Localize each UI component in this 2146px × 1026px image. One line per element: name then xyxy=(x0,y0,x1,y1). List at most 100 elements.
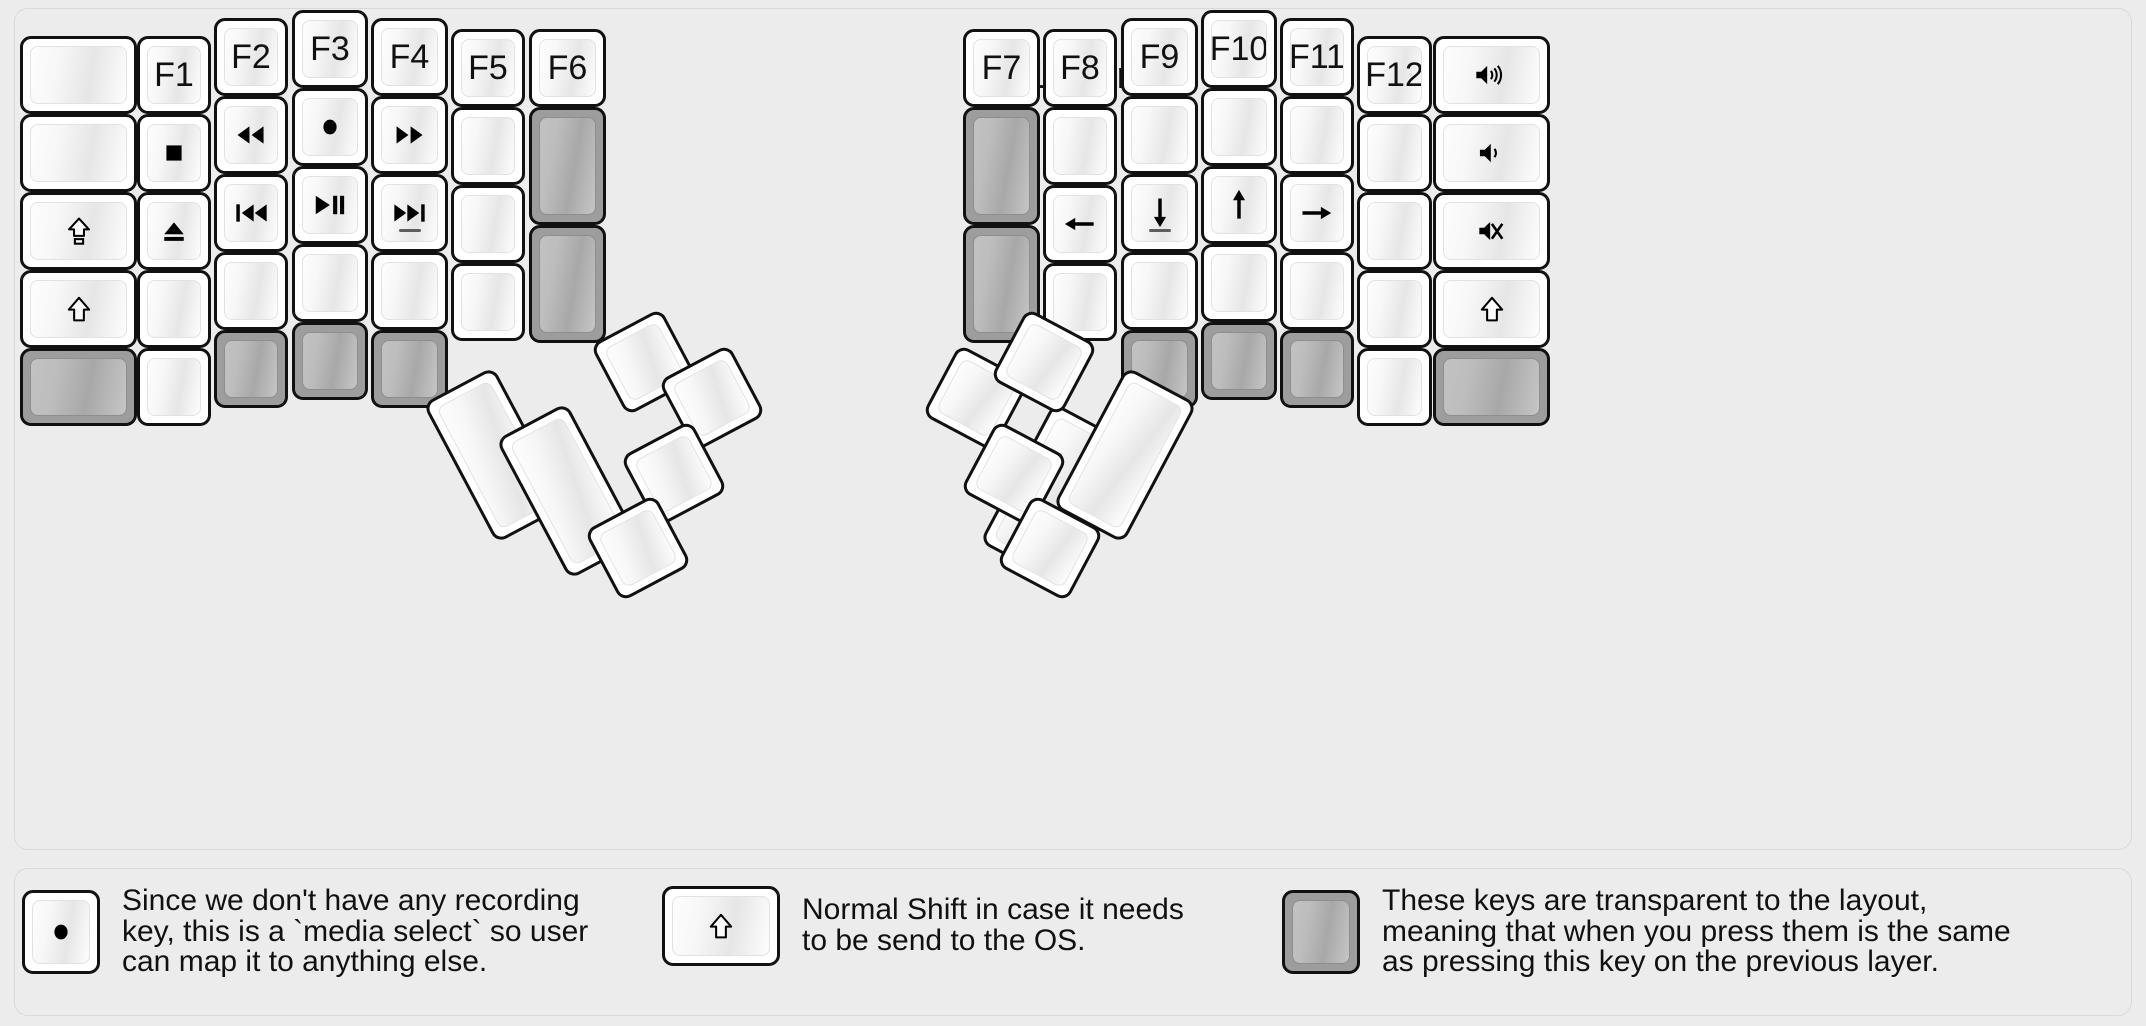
key-right-pinky-column-1[interactable] xyxy=(1357,114,1432,192)
key-right-outer-column-0[interactable] xyxy=(1433,36,1550,114)
legend-caption-line: to be send to the OS. xyxy=(802,924,1086,957)
key-right-pinky-column-3[interactable] xyxy=(1357,270,1432,348)
key-left-pinky-column-4[interactable] xyxy=(137,348,211,426)
key-right-pinky-column-0[interactable]: F12 xyxy=(1357,36,1432,114)
key-right-outer-column-3[interactable] xyxy=(1433,270,1550,348)
legend-caption-2: These keys are transparent to the layout… xyxy=(1382,884,2011,979)
key-right-innermost-column-1[interactable] xyxy=(963,107,1040,225)
key-left-ring-column-3[interactable] xyxy=(214,252,288,330)
key-left-index-column-2[interactable] xyxy=(371,174,448,252)
key-right-pinky-column-4[interactable] xyxy=(1357,348,1432,426)
keycap-label: F4 xyxy=(389,37,430,76)
keycap-face xyxy=(1367,280,1422,338)
keycap-face: F6 xyxy=(539,39,596,97)
key-left-innermost-column-0[interactable]: F6 xyxy=(529,29,606,107)
arrow-right-icon xyxy=(1299,200,1334,226)
keycap-face xyxy=(1290,262,1344,320)
key-right-index-column-1[interactable] xyxy=(1121,96,1198,174)
key-left-ring-column-0[interactable]: F2 xyxy=(214,18,288,96)
key-right-inner-column-0[interactable]: F8 xyxy=(1043,29,1117,107)
keycap-face xyxy=(1211,254,1267,312)
key-left-pinky-column-0[interactable]: F1 xyxy=(137,36,211,114)
key-right-ring-column-4[interactable] xyxy=(1280,330,1354,408)
key-left-middle-column-1[interactable] xyxy=(292,88,368,166)
key-left-outer-column-0[interactable] xyxy=(20,36,137,114)
key-left-middle-column-3[interactable] xyxy=(292,244,368,322)
keycap-face xyxy=(973,235,1030,333)
key-left-middle-column-0[interactable]: F3 xyxy=(292,10,368,88)
shift-icon xyxy=(1479,295,1505,324)
key-left-innermost-column-1[interactable] xyxy=(529,107,606,225)
keycap-face xyxy=(1211,176,1267,234)
key-right-innermost-column-0[interactable]: F7 xyxy=(963,29,1040,107)
key-left-inner-column-0[interactable]: F5 xyxy=(451,29,525,107)
keycap-face xyxy=(1009,507,1091,589)
key-right-outer-column-4[interactable] xyxy=(1433,348,1550,426)
key-left-innermost-column-2[interactable] xyxy=(529,225,606,343)
keycap-face xyxy=(147,358,201,416)
key-left-middle-column-2[interactable] xyxy=(292,166,368,244)
key-right-index-column-3[interactable] xyxy=(1121,252,1198,330)
record-icon xyxy=(48,919,74,945)
key-left-outer-column-4[interactable] xyxy=(20,348,137,426)
key-left-inner-column-1[interactable] xyxy=(451,107,525,185)
keycap-face xyxy=(1443,358,1540,416)
keycap-face xyxy=(1443,280,1540,338)
key-left-ring-column-2[interactable] xyxy=(214,174,288,252)
keycap-face xyxy=(1292,899,1350,964)
keycap-face xyxy=(30,46,127,104)
legend-caption-line: as pressing this key on the previous lay… xyxy=(1382,945,1939,979)
stop-icon xyxy=(161,140,187,166)
key-left-index-column-0[interactable]: F4 xyxy=(371,18,448,96)
key-left-index-column-4[interactable] xyxy=(371,330,448,408)
key-right-ring-column-3[interactable] xyxy=(1280,252,1354,330)
key-left-outer-column-1[interactable] xyxy=(20,114,137,192)
legend-sample-key-2 xyxy=(1282,889,1360,974)
caps-lock-icon xyxy=(66,216,92,247)
key-right-pinky-column-2[interactable] xyxy=(1357,192,1432,270)
keycap-face xyxy=(302,98,358,156)
legend-caption-line: These keys are transparent to the layout… xyxy=(1382,884,1928,917)
arrow-left-icon xyxy=(1062,211,1097,237)
keycap-face xyxy=(1131,262,1188,320)
key-right-outer-column-1[interactable] xyxy=(1433,114,1550,192)
key-right-index-column-0[interactable]: F9 xyxy=(1121,18,1198,96)
key-right-ring-column-1[interactable] xyxy=(1280,96,1354,174)
keycap-label: F8 xyxy=(1060,48,1100,87)
key-left-pinky-column-2[interactable] xyxy=(137,192,211,270)
key-right-ring-column-2[interactable] xyxy=(1280,174,1354,252)
keycap-face: F7 xyxy=(973,39,1030,97)
keycap-face xyxy=(1290,106,1344,164)
key-right-ring-column-0[interactable]: F11 xyxy=(1280,18,1354,96)
key-right-middle-column-0[interactable]: F10 xyxy=(1201,10,1277,88)
homing-bar xyxy=(398,229,421,232)
key-right-inner-column-2[interactable] xyxy=(1043,185,1117,263)
next-track-icon xyxy=(390,200,429,226)
keycap-face xyxy=(302,254,358,312)
keycap-face xyxy=(381,106,438,164)
fast-forward-icon xyxy=(392,122,427,148)
key-left-outer-column-2[interactable] xyxy=(20,192,137,270)
key-right-middle-column-3[interactable] xyxy=(1201,244,1277,322)
play-pause-icon xyxy=(311,192,349,218)
key-left-pinky-column-3[interactable] xyxy=(137,270,211,348)
legend-item-2: These keys are transparent to the layout… xyxy=(1282,884,2011,979)
key-left-inner-column-3[interactable] xyxy=(451,263,525,341)
key-left-ring-column-1[interactable] xyxy=(214,96,288,174)
key-right-inner-column-1[interactable] xyxy=(1043,107,1117,185)
key-left-inner-column-2[interactable] xyxy=(451,185,525,263)
keycap-label: F11 xyxy=(1290,37,1344,76)
key-left-outer-column-3[interactable] xyxy=(20,270,137,348)
key-right-outer-column-2[interactable] xyxy=(1433,192,1550,270)
key-left-index-column-3[interactable] xyxy=(371,252,448,330)
keycap-face xyxy=(30,358,127,416)
key-right-index-column-2[interactable] xyxy=(1121,174,1198,252)
key-left-pinky-column-1[interactable] xyxy=(137,114,211,192)
keycap-face xyxy=(1131,106,1188,164)
key-left-middle-column-4[interactable] xyxy=(292,322,368,400)
key-right-middle-column-1[interactable] xyxy=(1201,88,1277,166)
key-left-ring-column-4[interactable] xyxy=(214,330,288,408)
key-right-middle-column-2[interactable] xyxy=(1201,166,1277,244)
key-right-middle-column-4[interactable] xyxy=(1201,322,1277,400)
key-left-index-column-1[interactable] xyxy=(371,96,448,174)
